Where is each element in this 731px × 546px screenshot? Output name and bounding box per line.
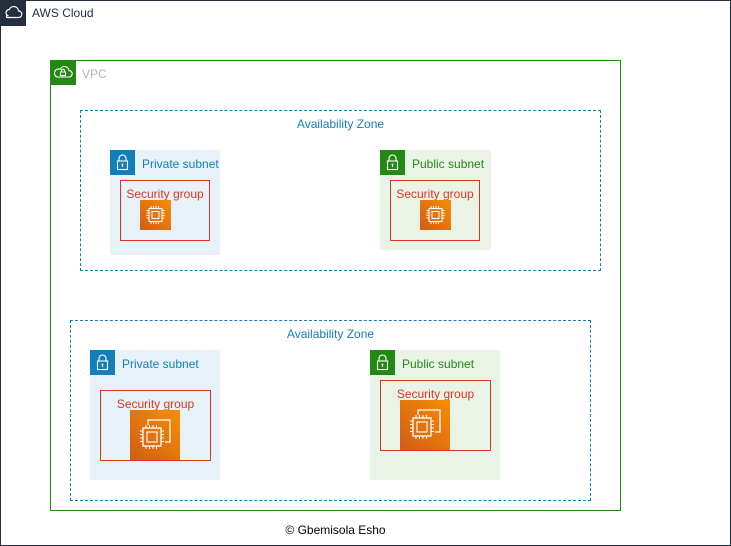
cloud-icon xyxy=(0,0,26,26)
cloud-lock-icon xyxy=(50,60,76,85)
availability-zone-label: Availability Zone xyxy=(286,327,375,341)
subnet-label: Public subnet xyxy=(412,157,485,171)
security-group-label: Security group xyxy=(396,187,474,201)
availability-zone-1 xyxy=(80,110,601,271)
availability-zone-2 xyxy=(70,320,591,501)
security-group xyxy=(390,180,480,241)
vpc-label: VPC xyxy=(82,67,107,81)
security-group xyxy=(100,390,211,461)
lock-icon xyxy=(90,350,115,375)
ec2-icon xyxy=(400,400,450,450)
security-group xyxy=(380,380,491,451)
lock-icon xyxy=(370,350,395,375)
aws-cloud-label: AWS Cloud xyxy=(32,6,94,20)
security-group-label: Security group xyxy=(126,187,204,201)
vpc-group xyxy=(50,60,621,511)
subnet-label: Private subnet xyxy=(122,357,199,371)
availability-zone-label: Availability Zone xyxy=(296,117,385,131)
ec2-icon xyxy=(130,410,180,460)
subnet-label: Private subnet xyxy=(142,157,219,171)
ec2-instance-icon xyxy=(140,200,171,230)
copyright-text: © Gbemisola Esho xyxy=(285,523,386,537)
security-group-label: Security group xyxy=(116,397,195,411)
security-group xyxy=(120,180,210,241)
lock-icon xyxy=(380,150,405,175)
ec2-instance-icon xyxy=(420,200,451,230)
security-group-label: Security group xyxy=(396,387,475,401)
lock-icon xyxy=(110,150,135,175)
subnet-label: Public subnet xyxy=(402,357,475,371)
